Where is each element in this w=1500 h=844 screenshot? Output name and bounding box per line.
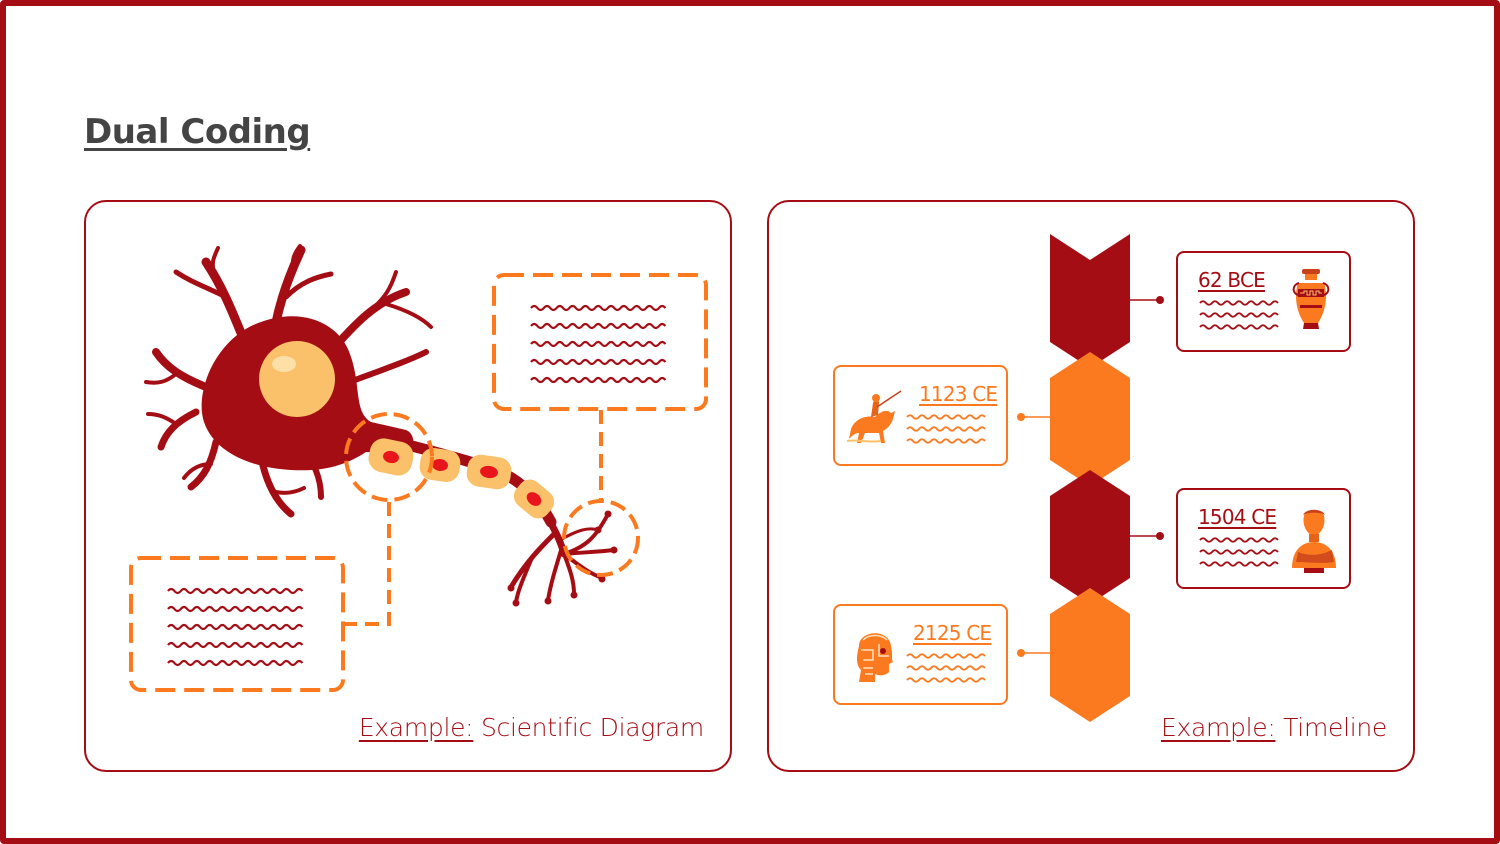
event-date: 62 BCE (1198, 268, 1266, 292)
label-connectors (343, 410, 603, 626)
timeline-caption: Example: Timeline (1161, 713, 1387, 742)
timeline-event-62-bce: 62 BCE (1176, 251, 1351, 352)
timeline-event-1504-ce: 1504 CE (1176, 488, 1351, 589)
knight-on-horse-icon (846, 390, 902, 443)
chevron-segment-3 (1050, 470, 1130, 604)
terminal-buttons (507, 510, 618, 607)
slide-title: Dual Coding (84, 112, 311, 152)
terminal-label-box (492, 273, 708, 411)
chevron-segment-1 (1050, 234, 1130, 368)
axon-label-box (129, 556, 345, 692)
chevron-segment-4 (1050, 588, 1130, 722)
event-date: 2125 CE (913, 621, 992, 645)
diagram-caption: Example: Scientific Diagram (359, 713, 704, 742)
timeline-event-2125-ce: 2125 CE (833, 604, 1008, 705)
caption-lead: Example: (1160, 713, 1276, 742)
caption-lead: Example: (358, 713, 474, 742)
caption-text: Timeline (1275, 713, 1387, 742)
cyborg-head-icon (857, 633, 893, 682)
neuron-nucleus (259, 341, 335, 417)
event-date: 1123 CE (919, 382, 998, 406)
timeline-event-1123-ce: 1123 CE (833, 365, 1008, 466)
timeline-connectors (1017, 296, 1164, 657)
terminal-highlight-circle (562, 499, 640, 577)
scientific-diagram-panel: Example: Scientific Diagram (84, 200, 732, 772)
axon-connector (343, 500, 391, 626)
timeline-panel: 62 BCE 1123 CE 1504 CE (767, 200, 1415, 772)
amphora-icon (1292, 269, 1330, 329)
timeline-graphic (1017, 234, 1164, 722)
chevron-segment-2 (1050, 352, 1130, 486)
axon-highlight-circle (344, 412, 434, 502)
neuron-diagram (129, 244, 708, 692)
caption-text: Scientific Diagram (473, 713, 704, 742)
timeline-chevrons (1050, 234, 1130, 722)
myelin-sheath (368, 438, 555, 519)
event-date: 1504 CE (1198, 505, 1277, 529)
classical-bust-icon (1292, 509, 1336, 573)
